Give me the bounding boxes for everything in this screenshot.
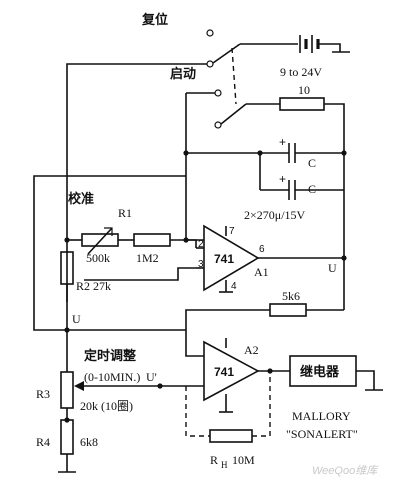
r1-adjust-arrow [87, 227, 113, 255]
resistor-5k6 [269, 303, 307, 317]
watermark-text: WeeQoo维库 [312, 464, 379, 477]
switch-linkage [231, 47, 237, 105]
timing-adjust-label: 定时调整 [83, 348, 137, 363]
capacitor-c1-label: C [308, 156, 316, 170]
switch-contact-start-1 [214, 89, 222, 97]
capacitor-spec-label: 2×270μ/15V [244, 208, 306, 222]
resistor-r4 [60, 419, 74, 455]
wire-outer-loop [33, 175, 186, 331]
r-1m2-label: 1M2 [136, 251, 159, 265]
r1-label: R1 [118, 206, 132, 220]
resistor-10 [279, 97, 325, 111]
pin4-label: 4 [231, 281, 237, 292]
switch-blade-1 [212, 43, 241, 64]
u-prime-label: U' [146, 370, 157, 384]
switch-blade-2 [220, 103, 247, 125]
opamp-a1 [196, 224, 260, 292]
calibrate-label: 校准 [68, 191, 94, 206]
switch-contact-reset [206, 29, 214, 37]
battery-symbol [240, 35, 350, 53]
switch-contact-common [206, 60, 214, 68]
svg-text:+: + [279, 172, 286, 186]
a1-name-label: A1 [254, 265, 269, 279]
svg-text:+: + [279, 135, 286, 149]
reset-start-switch [206, 29, 247, 129]
rh-label: R [210, 453, 218, 467]
r3-label: R3 [36, 387, 50, 401]
opamp-a2 [203, 340, 260, 402]
r3-value-label: 20k (10圈) [80, 399, 133, 413]
resistor-rh [209, 429, 253, 443]
wire-left-rail [66, 63, 207, 302]
resistor-10-label: 10 [298, 83, 310, 97]
pin6-label: 6 [259, 244, 265, 255]
rh-value-label: 10M [232, 453, 255, 467]
a2-chip-label: 741 [214, 365, 234, 379]
resistor-1m2 [133, 233, 171, 247]
u-left-label: U [72, 312, 81, 326]
r1-value-label: 500k [86, 251, 110, 265]
range-label: (0-10MIN.) [84, 370, 140, 384]
mallory-label: MALLORY [292, 409, 351, 423]
pin7-label: 7 [229, 226, 235, 237]
r3-wiper-arrow [74, 381, 84, 391]
a1-chip-label: 741 [214, 252, 234, 266]
capacitor-c1: + [186, 135, 344, 190]
r2-label: R2 27k [76, 279, 111, 293]
start-label: 启动 [170, 66, 196, 81]
pin3-label: 3 [198, 259, 204, 270]
r4-value-label: 6k8 [80, 435, 98, 449]
a2-name-label: A2 [244, 343, 259, 357]
capacitor-c2-label: C [308, 182, 316, 196]
rh-subscript: H [221, 460, 228, 470]
potentiometer-r3 [60, 371, 74, 409]
pin2-label: 2 [198, 239, 204, 250]
supply-voltage-label: 9 to 24V [280, 65, 322, 79]
r4-label: R4 [36, 435, 50, 449]
wire-right-rail [324, 103, 345, 254]
capacitor-c2: + [260, 172, 344, 200]
reset-label: 复位 [141, 12, 168, 27]
u-output-label: U [328, 261, 337, 275]
switch-contact-start-2 [214, 121, 222, 129]
relay-label: 继电器 [300, 364, 340, 379]
r-5k6-label: 5k6 [282, 289, 300, 303]
sonalert-label: "SONALERT" [286, 427, 358, 441]
